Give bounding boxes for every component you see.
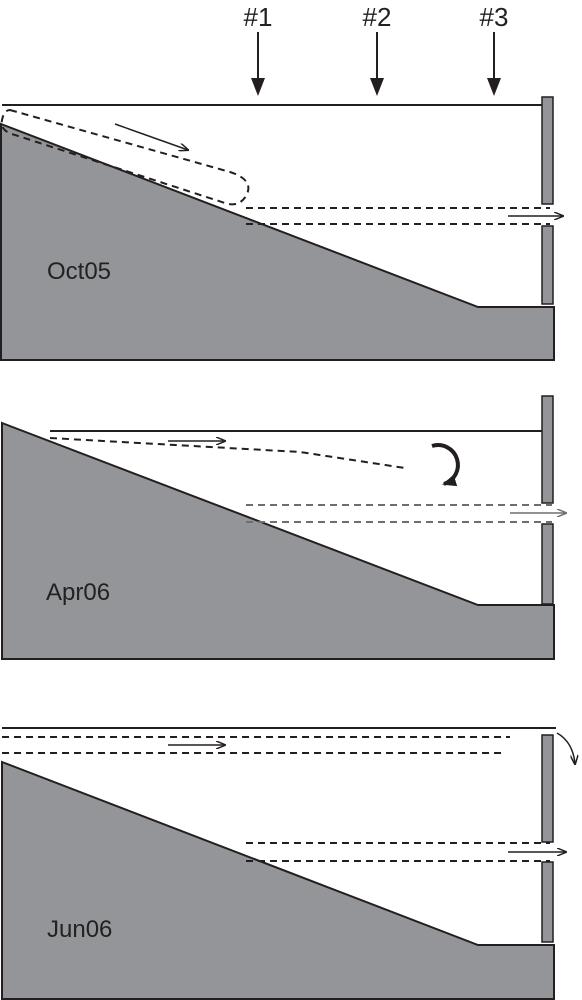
panel-label-oct05: Oct05 xyxy=(47,258,111,285)
station-1-arrow-head xyxy=(251,78,265,96)
panel-jun06: Jun06 xyxy=(1,727,575,1000)
reservoir-bed xyxy=(0,421,555,660)
dam-wall-upper xyxy=(541,395,554,504)
panel-label-apr06: Apr06 xyxy=(46,579,110,606)
station-2-label: #2 xyxy=(363,2,392,32)
station-markers: #1 #2 #3 xyxy=(244,2,509,96)
surface-intrusion-outline xyxy=(0,108,250,206)
station-1-label: #1 xyxy=(244,2,273,32)
reservoir-bed xyxy=(1,760,555,1000)
dam-wall-lower xyxy=(541,225,554,305)
station-3-label: #3 xyxy=(480,2,509,32)
spill-over-arrow xyxy=(556,732,575,764)
panel-apr06: Apr06 xyxy=(0,395,566,660)
surface-flow-arrow xyxy=(114,123,188,150)
dam-wall-lower xyxy=(541,523,554,605)
panel-oct05: Oct05 xyxy=(0,96,563,361)
recirculation-arrow xyxy=(431,443,460,487)
reservoir-bed xyxy=(0,122,555,361)
station-3-arrow-head xyxy=(487,78,501,96)
dam-wall-upper xyxy=(541,734,554,843)
station-2-arrow-head xyxy=(370,78,384,96)
dam-wall-lower xyxy=(541,861,554,943)
panel-label-jun06: Jun06 xyxy=(47,916,112,943)
dam-wall-upper xyxy=(541,96,554,205)
